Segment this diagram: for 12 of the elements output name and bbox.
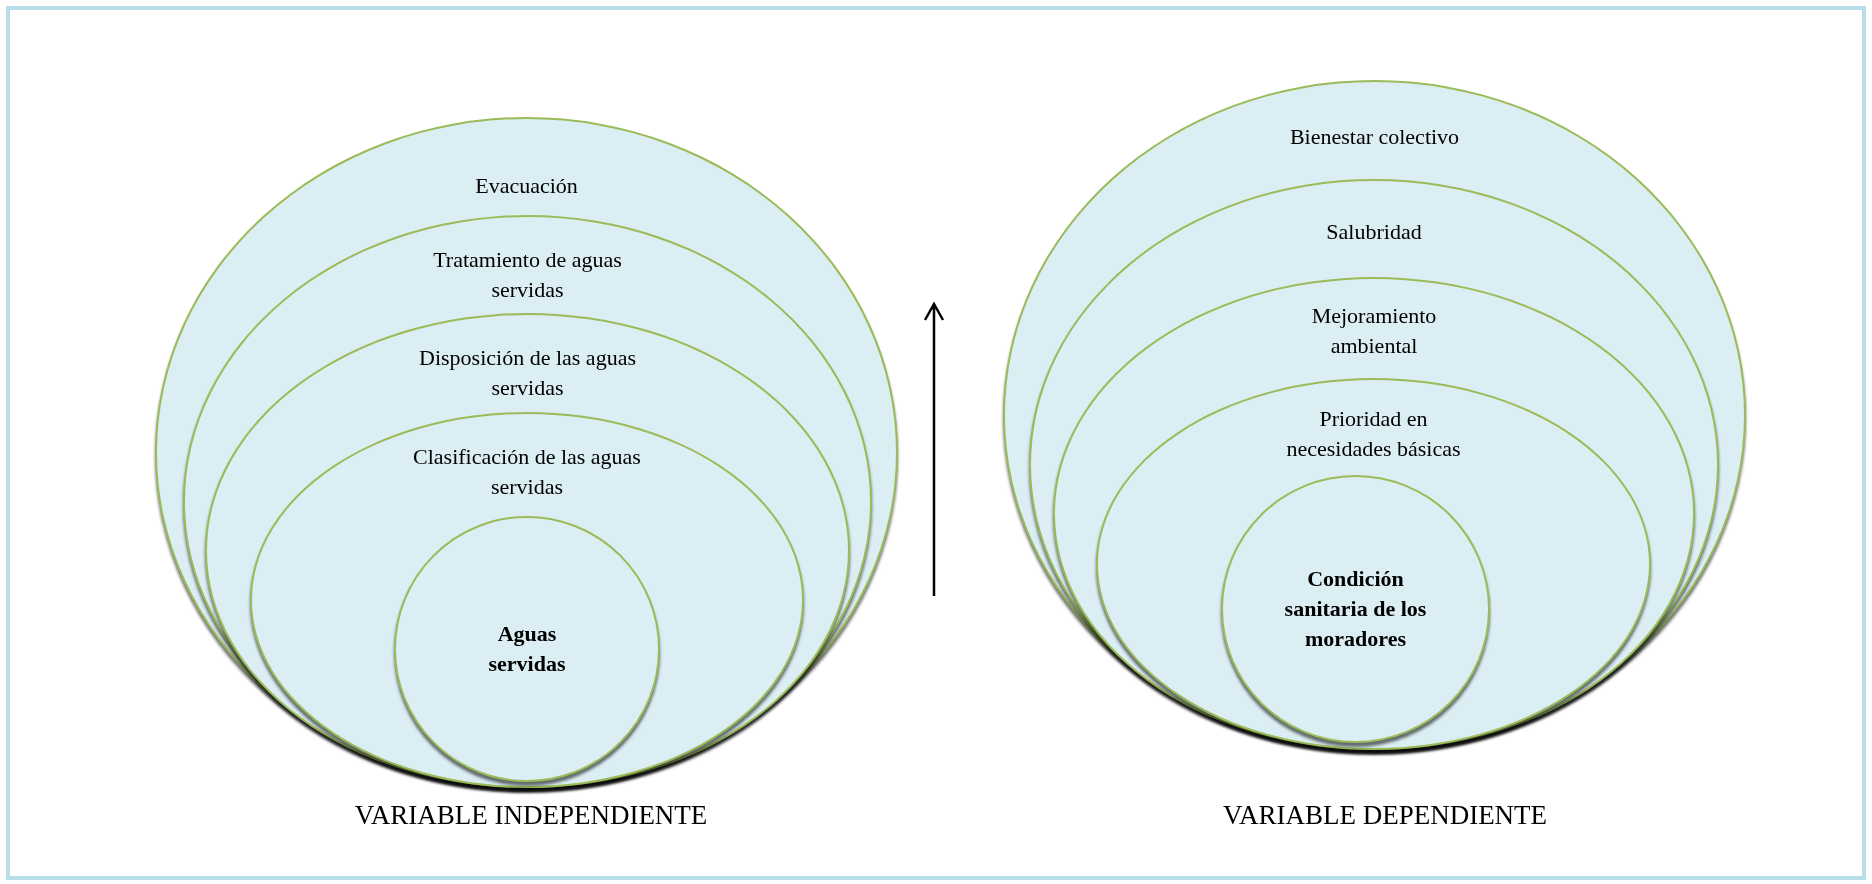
ellipse-label: Aguas servidas [487, 620, 567, 678]
ellipse-label: Mejoramiento ambiental [1310, 302, 1438, 360]
ellipse-label: Condición sanitaria de los moradores [1283, 565, 1428, 653]
ellipse-label: Clasificación de las aguas servidas [412, 443, 642, 501]
ellipse-label: Evacuación [474, 172, 579, 200]
ellipse-label: Tratamiento de aguas servidas [432, 246, 623, 304]
ellipse-label: Salubridad [1325, 218, 1423, 246]
ellipse-label: Disposición de las aguas servidas [418, 344, 637, 402]
ellipse-label: Prioridad en necesidades básicas [1285, 405, 1462, 463]
variable-caption: VARIABLE INDEPENDIENTE [354, 800, 708, 831]
variable-caption: VARIABLE DEPENDIENTE [1222, 800, 1548, 831]
ellipse-label: Bienestar colectivo [1288, 123, 1461, 151]
